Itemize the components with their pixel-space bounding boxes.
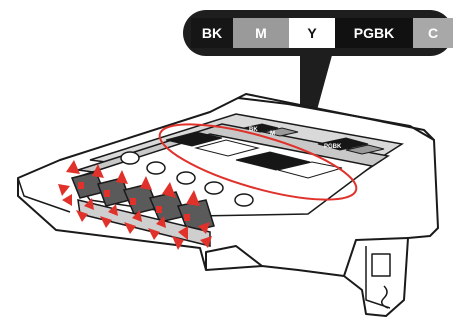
small-label-m: M (270, 131, 275, 137)
ink-label-c: C (413, 18, 453, 48)
ink-label-bar: BK M Y PGBK C (191, 18, 453, 48)
lock-button-2 (147, 162, 165, 174)
ink-lamp-2 (104, 190, 110, 197)
ink-label-m: M (233, 18, 289, 48)
ink-lamp-3 (130, 198, 136, 205)
lock-button-1 (121, 152, 139, 164)
lock-button-4 (205, 182, 223, 194)
lock-button-3 (177, 172, 195, 184)
small-label-pgbk: PGBK (324, 144, 342, 150)
lock-button-5 (235, 194, 253, 206)
ink-label-bk: BK (191, 18, 233, 48)
ink-lamp-4 (156, 206, 162, 213)
ink-label-y: Y (289, 18, 335, 48)
ink-label-pgbk: PGBK (335, 18, 413, 48)
ink-lamp-1 (78, 182, 84, 189)
ink-lamp-5 (184, 214, 190, 221)
